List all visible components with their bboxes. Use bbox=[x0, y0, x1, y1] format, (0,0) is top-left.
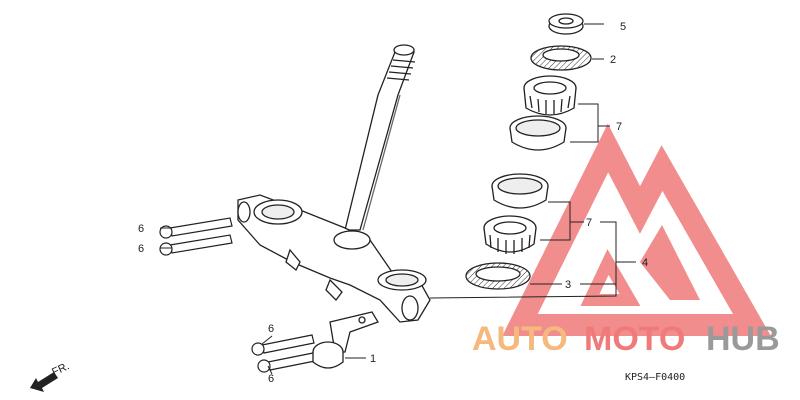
callout-7-upper: 7 bbox=[616, 121, 622, 133]
watermark-part-hub: HUB bbox=[706, 320, 780, 358]
lower-bearing bbox=[483, 215, 537, 254]
callout-6-lower-a: 6 bbox=[268, 323, 274, 335]
callout-2: 2 bbox=[610, 54, 616, 66]
steering-stem bbox=[344, 44, 416, 231]
stem-nut bbox=[548, 13, 584, 35]
upper-race bbox=[509, 115, 567, 151]
diagram-code: KPS4—F0400 bbox=[625, 372, 685, 383]
lower-race bbox=[491, 173, 549, 209]
callout-4: 4 bbox=[642, 257, 648, 269]
callout-7-lower: 7 bbox=[586, 217, 592, 229]
direction-label: FR. bbox=[50, 360, 71, 378]
front-direction-arrow-icon: FR. bbox=[30, 360, 71, 392]
upper-bearing bbox=[523, 75, 577, 116]
callout-6-lower-b: 6 bbox=[268, 373, 274, 385]
dust-seal bbox=[530, 45, 592, 71]
leader-lines bbox=[160, 23, 636, 375]
bolts-lower bbox=[251, 334, 321, 373]
callout-5: 5 bbox=[620, 21, 626, 33]
callout-3: 3 bbox=[565, 279, 571, 291]
lower-seal bbox=[465, 262, 531, 290]
callout-1: 1 bbox=[370, 353, 376, 365]
cable-clamp bbox=[312, 311, 379, 369]
watermark-part-auto: AUTO bbox=[472, 320, 568, 358]
steering-lower-bracket bbox=[237, 194, 431, 323]
callout-6-upper-b: 6 bbox=[138, 243, 144, 255]
callout-6-upper-a: 6 bbox=[138, 223, 144, 235]
watermark-logo bbox=[502, 123, 771, 336]
bolts-upper bbox=[159, 217, 233, 256]
watermark-text: AUTO MOTO HUB bbox=[472, 320, 780, 358]
watermark-part-moto: MOTO bbox=[584, 320, 685, 358]
